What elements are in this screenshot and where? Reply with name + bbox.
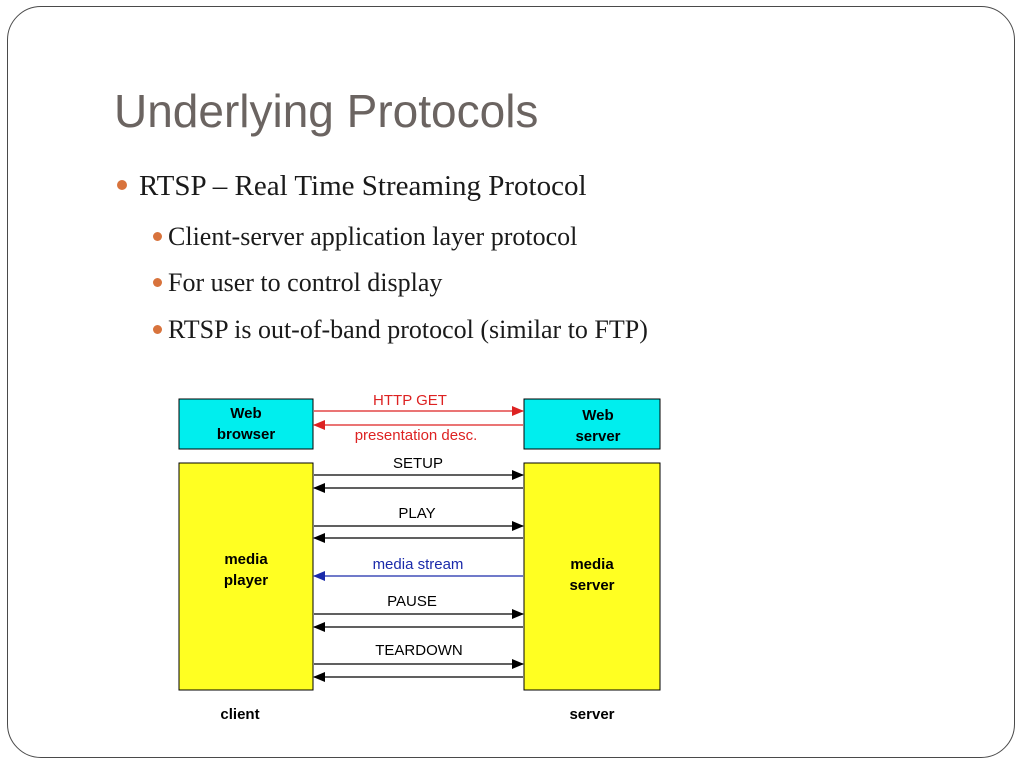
web-browser-label-line1: Web	[230, 405, 261, 422]
media-server-box	[523, 462, 661, 691]
client-label: client	[220, 706, 259, 723]
server-label: server	[569, 706, 614, 723]
web-server-box	[523, 398, 661, 450]
sub-bullet-client-server: Client-server application layer protocol	[153, 222, 577, 252]
media-server-label-line2: server	[569, 577, 614, 594]
web-server-label-line2: server	[575, 428, 620, 445]
media-stream-label: media stream	[373, 556, 464, 573]
bullet-text: RTSP – Real Time Streaming Protocol	[139, 170, 587, 202]
teardown-label: TEARDOWN	[375, 642, 463, 659]
play-label: PLAY	[398, 505, 435, 522]
media-player-box	[178, 462, 314, 691]
bullet-text: For user to control display	[168, 268, 443, 297]
bullet-text: RTSP is out-of-band protocol (similar to…	[168, 315, 648, 344]
web-browser-box	[178, 398, 314, 450]
slide-title: Underlying Protocols	[114, 85, 539, 137]
media-player-label-line2: player	[224, 572, 268, 589]
bullet-text: Client-server application layer protocol	[168, 222, 578, 251]
http-get-label: HTTP GET	[373, 392, 447, 409]
bullet-dot-icon	[153, 324, 162, 334]
slide-frame	[7, 6, 1015, 758]
bullet-dot-icon	[117, 180, 127, 191]
bullet-dot-icon	[153, 231, 162, 241]
media-player-label-line1: media	[224, 551, 268, 568]
bullet-dot-icon	[153, 277, 162, 287]
sub-bullet-out-of-band: RTSP is out-of-band protocol (similar to…	[153, 315, 648, 345]
media-server-label-line1: media	[570, 556, 614, 573]
presentation-desc-label: presentation desc.	[355, 427, 478, 444]
bullet-rtsp: RTSP – Real Time Streaming Protocol	[117, 170, 587, 203]
web-server-label-line1: Web	[582, 407, 613, 424]
web-browser-label-line2: browser	[217, 426, 276, 443]
setup-label: SETUP	[393, 455, 443, 472]
pause-label: PAUSE	[387, 593, 437, 610]
sub-bullet-user-control: For user to control display	[153, 268, 442, 298]
